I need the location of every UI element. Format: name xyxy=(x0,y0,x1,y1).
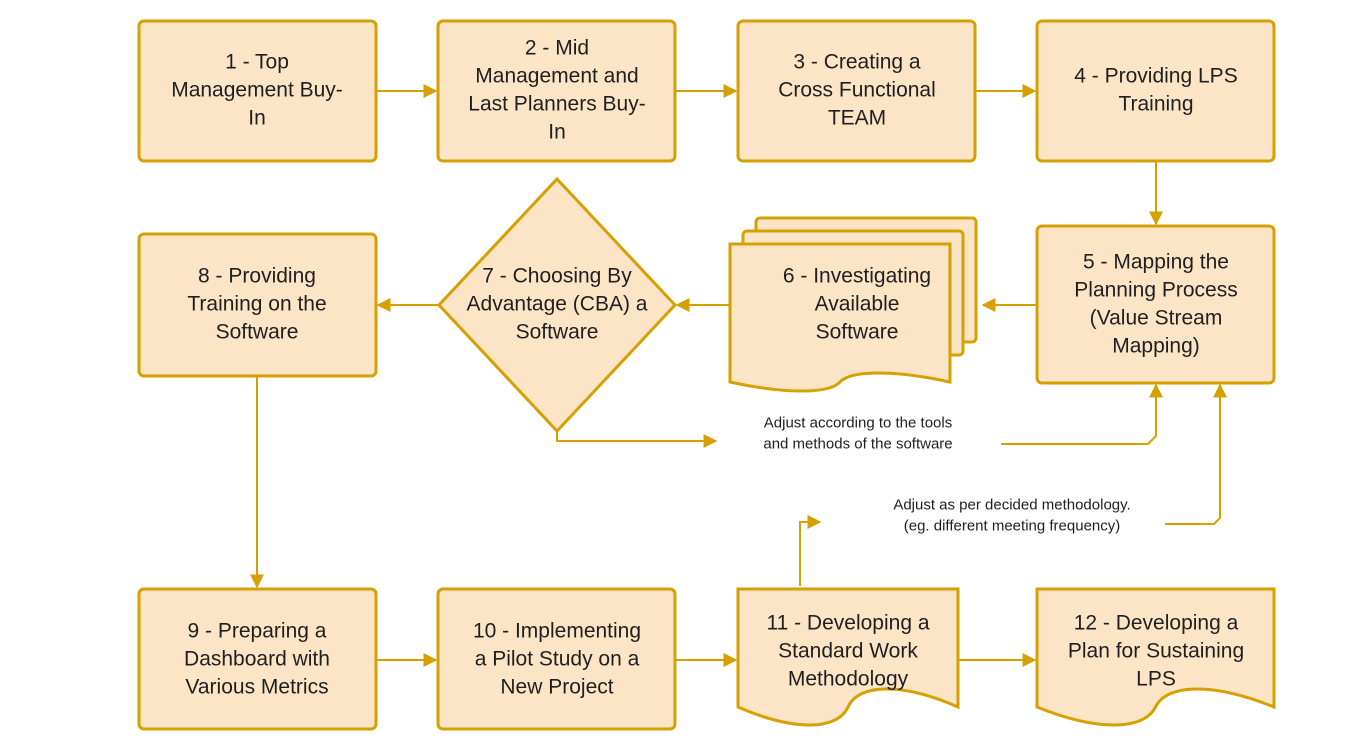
step-11-document-shape xyxy=(736,587,960,727)
step-9-label-line: 9 - Preparing a xyxy=(188,620,327,643)
step-11-label-line: Standard Work xyxy=(778,640,918,663)
step-10: 10 - Implementing a Pilot Study on a New P… xyxy=(436,587,677,731)
annotation-adjust-as-per-decided-me-label-line: Adjust as per decided methodology. xyxy=(893,496,1130,513)
annotation-adjust-according-to-the--label: Adjust according to the tools and methods… xyxy=(763,414,952,452)
step-4-box xyxy=(1035,19,1276,163)
step-12-label-line: 12 - Developing a xyxy=(1074,612,1239,635)
connector-arrow xyxy=(556,431,718,448)
step-10-label: 10 - Implementing a Pilot Study on a New P… xyxy=(473,620,641,699)
annotation-adjust-according-to-the--label-line: Adjust according to the tools xyxy=(764,414,952,431)
connector-feedback-arrow xyxy=(1001,383,1163,445)
step-1-box xyxy=(137,19,378,163)
step-1-label-line: Management Buy- xyxy=(171,79,343,102)
step-9-label-line: Dashboard with xyxy=(184,648,330,671)
step-10-label-line: a Pilot Study on a xyxy=(475,648,640,671)
step-6-label-line: Available xyxy=(815,293,900,316)
step-12-label-line: LPS xyxy=(1136,668,1176,691)
annotation-adjust-according-to-the--label-line: and methods of the software xyxy=(763,435,952,452)
step-11-label-line: 11 - Developing a xyxy=(766,612,929,635)
step-12-label-line: Plan for Sustaining xyxy=(1068,640,1244,663)
connector-feedback-arrow xyxy=(1165,383,1227,525)
step-12-document-shape xyxy=(1035,587,1276,727)
step-2-label-line: Last Planners Buy- xyxy=(468,93,645,116)
step-2-label-line: Management and xyxy=(475,65,638,88)
step-7-label-line: 7 - Choosing By xyxy=(482,265,632,288)
connector-11-to-5 xyxy=(799,383,1227,586)
step-4-label-line: Training xyxy=(1118,93,1193,116)
step-7-decision-shape xyxy=(436,176,678,434)
step-2-label-line: In xyxy=(548,121,566,144)
step-10-label-line: 10 - Implementing xyxy=(473,620,641,643)
connector-arrow xyxy=(799,515,822,586)
step-6-label-line: Software xyxy=(816,321,899,344)
step-7-label-line: Advantage (CBA) a xyxy=(467,293,648,316)
step-4-label: 4 - Providing LPS Training xyxy=(1074,65,1237,116)
step-6-label-line: 6 - Investigating xyxy=(783,265,931,288)
step-10-label-line: New Project xyxy=(500,676,613,699)
step-8-label-line: 8 - Providing xyxy=(198,265,316,288)
step-5-label-line: (Value Stream xyxy=(1090,307,1223,330)
step-6-document-front xyxy=(728,242,952,393)
step-5-label-line: Mapping) xyxy=(1112,335,1200,358)
step-1-label-line: In xyxy=(248,107,266,130)
step-3-label-line: Cross Functional xyxy=(778,79,936,102)
step-7: 7 - Choosing By Advantage (CBA) a Software xyxy=(436,176,678,434)
step-9-box xyxy=(137,587,378,731)
step-7-label: 7 - Choosing By Advantage (CBA) a Software xyxy=(467,265,648,344)
annotation-adjust-as-per-decided-me-label: Adjust as per decided methodology. (eg. d… xyxy=(893,496,1130,534)
annotation-layer: Adjust according to the tools and methods… xyxy=(763,414,1130,534)
step-3-box xyxy=(736,19,977,163)
step-11-label-line: Methodology xyxy=(788,668,909,691)
step-5-label-line: 5 - Mapping the xyxy=(1083,251,1229,274)
step-4-label-line: 4 - Providing LPS xyxy=(1074,65,1237,88)
step-2-box xyxy=(436,19,677,163)
step-3-label-line: TEAM xyxy=(828,107,886,130)
step-8-label-line: Training on the xyxy=(187,293,326,316)
step-1-label-line: 1 - Top xyxy=(225,51,289,74)
connector-7-to-5 xyxy=(556,383,1163,448)
step-9-label-line: Various Metrics xyxy=(185,676,328,699)
step-7-label-line: Software xyxy=(516,321,599,344)
step-3-label-line: 3 - Creating a xyxy=(793,51,921,74)
step-5-label-line: Planning Process xyxy=(1074,279,1237,302)
connector-layer xyxy=(250,84,1227,667)
step-8-label-line: Software xyxy=(216,321,299,344)
step-10-box xyxy=(436,587,677,731)
annotation-adjust-as-per-decided-me-label-line: (eg. different meeting frequency) xyxy=(904,517,1121,534)
step-2-label-line: 2 - Mid xyxy=(525,37,589,60)
step-5-box xyxy=(1035,224,1276,385)
step-8-box xyxy=(137,232,378,378)
step-4: 4 - Providing LPS Training xyxy=(1035,19,1276,163)
